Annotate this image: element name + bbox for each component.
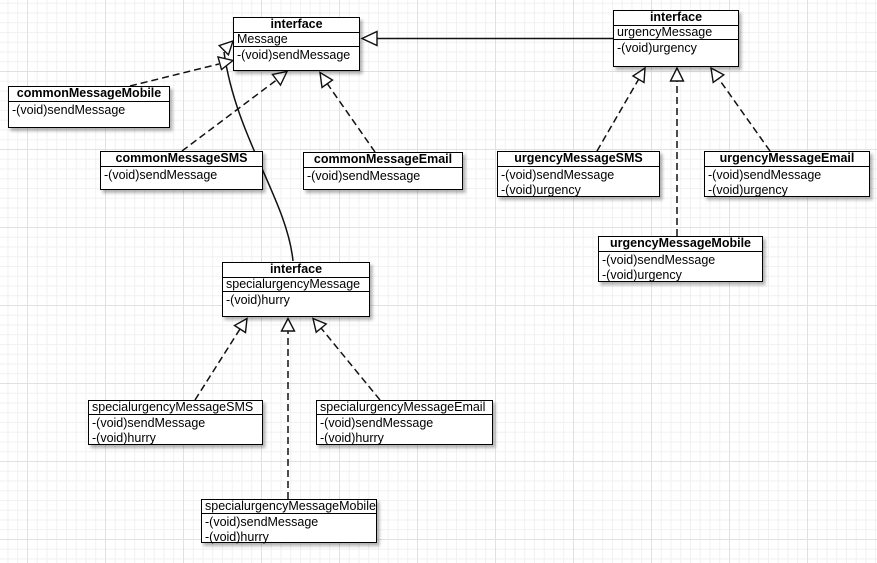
method-label: -(void)sendMessage (320, 416, 434, 430)
class-name: specialurgencyMessageSMS (89, 401, 262, 415)
class-name: urgencyMessageSMS (498, 151, 659, 167)
method-label: -(void)sendMessage (501, 168, 615, 182)
hollow-triangle-arrowhead (217, 56, 235, 71)
methods-compartment: -(void)sendMessage -(void)hurry (202, 514, 376, 544)
connector-urgencymessageemail-implements-urgencymessage[interactable] (710, 66, 771, 152)
class-box-urgencymessageemail[interactable]: urgencyMessageEmail -(void)sendMessage -… (704, 151, 870, 197)
method-label: -(void)hurry (226, 293, 290, 307)
method-label: -(void)urgency (501, 182, 581, 197)
methods-compartment: -(void)sendMessage -(void)hurry (89, 415, 262, 445)
class-name: specialurgencyMessageEmail (317, 401, 492, 415)
class-box-urgencymessagemobile[interactable]: urgencyMessageMobile -(void)sendMessage … (598, 236, 763, 282)
stereotype-label: interface (234, 17, 359, 33)
methods-compartment: -(void)sendMessage -(void)urgency (498, 167, 659, 197)
class-box-urgencymessage[interactable]: interface urgencyMessage -(void)urgency (613, 10, 739, 67)
class-name: commonMessageMobile (9, 86, 169, 102)
hollow-triangle-arrowhead (233, 317, 248, 334)
connector-line (717, 78, 771, 152)
class-box-specialurgencymessage[interactable]: interface specialurgencyMessage -(void)h… (222, 262, 370, 317)
stereotype-label: interface (223, 262, 369, 278)
class-name: urgencyMessage (614, 26, 738, 40)
method-label: -(void)sendMessage (92, 416, 206, 430)
hollow-triangle-arrowhead (312, 317, 328, 334)
methods-compartment: -(void)sendMessage (304, 168, 462, 189)
connector-specialurgencymessagesms-implements-specialurgencymessage[interactable] (194, 317, 248, 401)
methods-compartment: -(void)sendMessage (101, 167, 262, 189)
connector-line (320, 327, 381, 401)
hollow-triangle-arrowhead (631, 66, 646, 84)
connector-line (129, 63, 220, 87)
class-name: commonMessageSMS (101, 151, 262, 167)
method-label: -(void)sendMessage (205, 515, 319, 529)
class-box-specialurgencymessagesms[interactable]: specialurgencyMessageSMS -(void)sendMess… (88, 400, 263, 445)
connector-line (596, 79, 640, 152)
method-label: -(void)hurry (205, 529, 269, 544)
class-box-commonmessagemobile[interactable]: commonMessageMobile -(void)sendMessage (8, 86, 170, 128)
method-label: -(void)urgency (708, 182, 788, 197)
class-box-commonmessageemail[interactable]: commonMessageEmail -(void)sendMessage (303, 152, 463, 190)
method-label: -(void)sendMessage (708, 168, 822, 182)
connector-urgencymessagemobile-implements-urgencymessage[interactable] (669, 66, 685, 236)
stereotype-label: interface (614, 10, 738, 26)
method-label: -(void)sendMessage (237, 48, 351, 62)
connector-specialurgencymessagemobile-implements-specialurgencymessage[interactable] (280, 316, 296, 500)
class-box-specialurgencymessagemobile[interactable]: specialurgencyMessageMobile -(void)sendM… (201, 499, 377, 544)
class-box-urgencymessagesms[interactable]: urgencyMessageSMS -(void)sendMessage -(v… (497, 151, 660, 197)
hollow-triangle-arrowhead (319, 71, 334, 89)
hollow-triangle-arrowhead (280, 316, 296, 332)
methods-compartment: -(void)sendMessage -(void)urgency (599, 252, 762, 282)
hollow-triangle-arrowhead (710, 66, 726, 84)
connector-commonmessagesms-implements-message[interactable] (181, 70, 289, 152)
methods-compartment: -(void)hurry (223, 292, 369, 316)
class-name: urgencyMessageEmail (705, 151, 869, 167)
hollow-triangle-arrowhead (669, 66, 685, 82)
connector-urgencymessage-extends-message[interactable] (360, 30, 613, 47)
method-label: -(void)sendMessage (602, 253, 716, 267)
methods-compartment: -(void)sendMessage -(void)urgency (705, 167, 869, 197)
hollow-triangle-arrowhead (360, 30, 378, 47)
class-name: urgencyMessageMobile (599, 236, 762, 252)
class-box-commonmessagesms[interactable]: commonMessageSMS -(void)sendMessage (100, 151, 263, 190)
class-box-specialurgencymessageemail[interactable]: specialurgencyMessageEmail -(void)sendMe… (316, 400, 493, 445)
methods-compartment: -(void)urgency (614, 40, 738, 66)
connector-line (181, 79, 277, 152)
method-label: -(void)hurry (320, 430, 384, 445)
connector-line (194, 328, 241, 401)
class-name: commonMessageEmail (304, 152, 462, 168)
methods-compartment: -(void)sendMessage (9, 102, 169, 127)
class-name: specialurgencyMessage (223, 278, 369, 292)
class-box-message[interactable]: interface Message -(void)sendMessage (233, 17, 360, 71)
connector-commonmessagemobile-implements-message[interactable] (129, 56, 235, 87)
connector-line (326, 83, 376, 153)
method-label: -(void)sendMessage (12, 103, 126, 117)
connector-specialurgencymessageemail-implements-specialurgencymessage[interactable] (312, 317, 381, 401)
connector-commonmessageemail-implements-message[interactable] (319, 71, 376, 153)
connector-urgencymessagesms-implements-urgencymessage[interactable] (596, 66, 646, 152)
class-name: specialurgencyMessageMobile (202, 500, 376, 514)
method-label: -(void)urgency (602, 267, 682, 282)
method-label: -(void)urgency (617, 41, 697, 55)
method-label: -(void)hurry (92, 430, 156, 445)
class-name: Message (234, 33, 359, 47)
methods-compartment: -(void)sendMessage -(void)hurry (317, 415, 492, 445)
method-label: -(void)sendMessage (307, 169, 421, 183)
hollow-triangle-arrowhead (217, 39, 235, 57)
methods-compartment: -(void)sendMessage (234, 47, 359, 70)
method-label: -(void)sendMessage (104, 168, 218, 182)
hollow-triangle-arrowhead (271, 70, 289, 87)
